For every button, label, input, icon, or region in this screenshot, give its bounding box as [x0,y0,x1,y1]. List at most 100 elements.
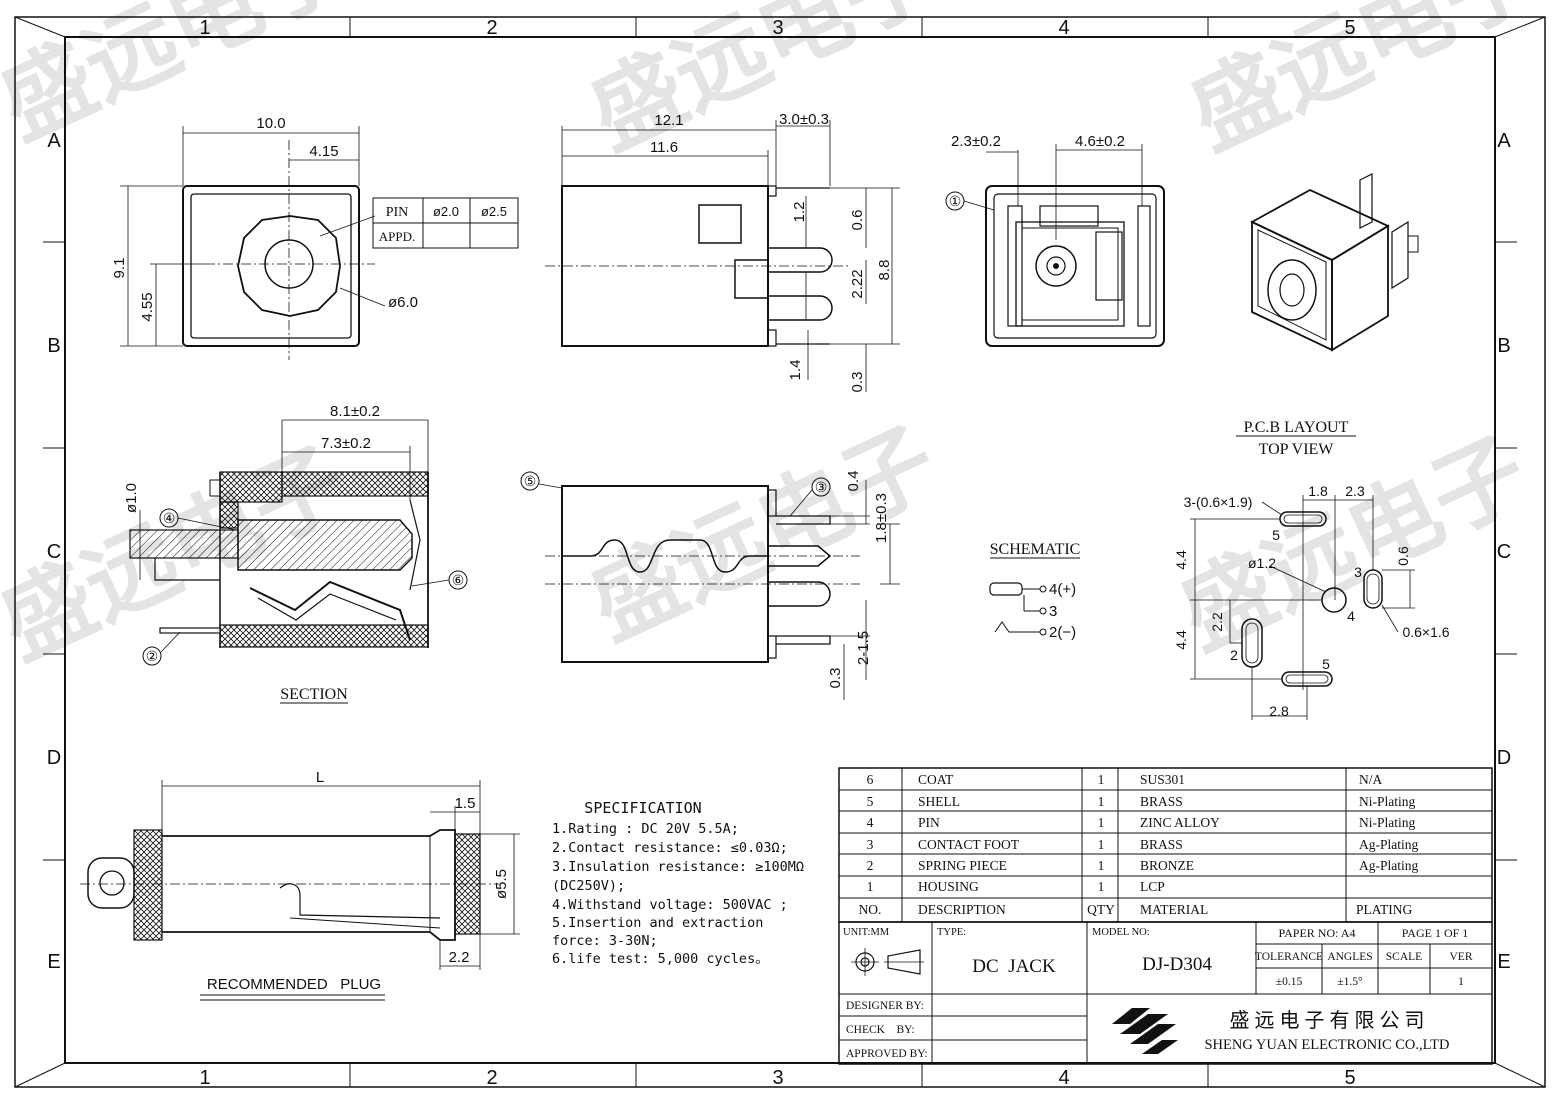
dim-pcb-2: 2.3 [1345,483,1365,499]
col-label: 2 [486,1067,497,1089]
recommended-plug: L 1.5 ø5.5 2.2 RECOMMENDED PLUG [80,769,520,1001]
dim-pin-offset: 1.2 [791,202,808,223]
company-name-en: SHENG YUAN ELECTRONIC CO.,LTD [1204,1037,1449,1053]
spec-line: 4.Withstand voltage: 500VAC ; [552,897,788,913]
bom-no: 6 [867,772,874,787]
callout-5: ⑤ [524,473,537,489]
watermark-text: 盛远电子 [1174,0,1553,170]
tolerance-value: ±0.15 [1276,976,1303,988]
dim-pin-pitch: 1.8±0.3 [873,493,890,543]
spec-line: 6.life test: 5,000 cycles。 [552,951,769,967]
spec-line: force: 3-30N; [552,933,658,949]
callout-2: ② [146,648,159,664]
pin-size: ø2.5 [481,204,507,219]
bom-header: DESCRIPTION [918,902,1006,917]
bom-no: 4 [867,815,874,830]
dim-pcb-6: 2.2 [1209,612,1225,632]
angles-value: ±1.5° [1337,976,1363,988]
dim-pin-dia: ø1.0 [123,483,140,513]
bom-material: BRASS [1140,837,1183,852]
bom-qty: 1 [1098,858,1105,873]
page-label: PAGE 1 OF 1 [1402,926,1469,940]
schematic-pin: 3 [1049,603,1057,620]
pin-table: PIN APPD. ø2.0 ø2.5 [372,197,519,249]
watermark-text: 盛远电子 [0,0,363,160]
bom-material: LCP [1140,879,1165,894]
pcb-title: P.C.B LAYOUT [1244,419,1349,436]
dim-plug-length: L [316,769,324,786]
company-name-cn: 盛 远 电 子 有 限 公 司 [1230,1009,1425,1032]
bom-no: 2 [867,858,874,873]
pcb-pin-number: 2 [1230,647,1238,663]
spec-title: SPECIFICATION [584,799,701,817]
dim-slot-small: 0.6×1.6 [1402,624,1449,640]
dim-pin-thickness: 0.6 [849,210,866,231]
tolerance-label: TOLERANCE [1255,951,1323,963]
row-label: C [47,541,61,563]
row-label: D [1497,747,1511,769]
bom-plating: Ni-Plating [1359,815,1415,830]
pin-label: PIN [386,205,409,220]
bom-no: 5 [867,794,874,809]
type-label: TYPE: [937,927,966,938]
bom-desc: CONTACT FOOT [918,837,1020,852]
type-value: DC JACK [972,956,1056,977]
paper-label: PAPER NO: A4 [1279,926,1356,940]
bom-no: 3 [867,837,874,852]
bom-qty: 1 [1098,879,1105,894]
bom-plating: N/A [1359,772,1383,787]
dim-rear-pin: 4.6±0.2 [1075,133,1125,150]
pcb-pin-number: 4 [1347,608,1355,624]
pcb-pin-number: 3 [1354,564,1362,580]
bom-desc: SPRING PIECE [918,858,1007,873]
angles-label: ANGLES [1327,951,1372,963]
row-label: C [1497,541,1511,563]
bom-qty: 1 [1098,794,1105,809]
callout-4: ④ [163,510,176,526]
bom-desc: COAT [918,772,954,787]
dim-plug-dia: ø5.5 [493,869,510,899]
dim-plug-end: 2.2 [449,949,470,966]
specification: SPECIFICATION 1.Rating : DC 20V 5.5A; 2.… [552,799,804,967]
dim-rear-offset: 2.3±0.2 [951,133,1001,150]
bom-material: BRONZE [1140,858,1194,873]
col-label: 4 [1058,17,1069,39]
col-label: 5 [1344,1067,1355,1089]
col-label: 3 [772,1067,783,1089]
dim-pcb-5: 4.4 [1173,630,1189,650]
row-label: A [47,130,61,152]
bom-qty: 1 [1098,837,1105,852]
model-value: DJ-D304 [1142,954,1212,975]
watermark-text: 盛远电子 [574,0,953,170]
designer-label: DESIGNER BY: [846,1000,924,1012]
model-label: MODEL NO: [1092,927,1150,938]
plug-label: RECOMMENDED PLUG [207,976,381,993]
bom-header: QTY [1087,902,1115,917]
dim-pcb-3: 0.6 [1395,546,1411,566]
dim-section-inner: 7.3±0.2 [321,435,371,452]
bom-header: MATERIAL [1140,902,1208,917]
dim-pin-gap: 2.22 [849,269,866,298]
section-label: SECTION [280,686,348,703]
bom-qty: 1 [1098,815,1105,830]
dim-plug-tip: 1.5 [455,795,476,812]
scale-label: SCALE [1386,951,1422,963]
unit-label: UNIT:MM [843,927,890,938]
row-label: E [47,951,60,973]
spec-line: 5.Insertion and extraction [552,915,763,931]
bom-header: NO. [859,902,882,917]
bom-plating: Ni-Plating [1359,794,1415,809]
dim-width: 10.0 [256,115,285,132]
dim-total-height: 8.8 [876,260,893,281]
dim-foot-thick: 0.3 [827,668,844,689]
bom-plating: Ag-Plating [1359,837,1418,852]
dim-height: 9.1 [111,258,128,279]
dim-foot-length: 2-1.5 [855,631,872,665]
dim-foot-thickness: 0.3 [849,372,866,393]
spec-line: (DC250V); [552,878,625,894]
col-label: 5 [1344,17,1355,39]
col-label: 2 [486,17,497,39]
dim-foot: 1.4 [787,360,804,381]
callout-1: ① [949,193,962,209]
